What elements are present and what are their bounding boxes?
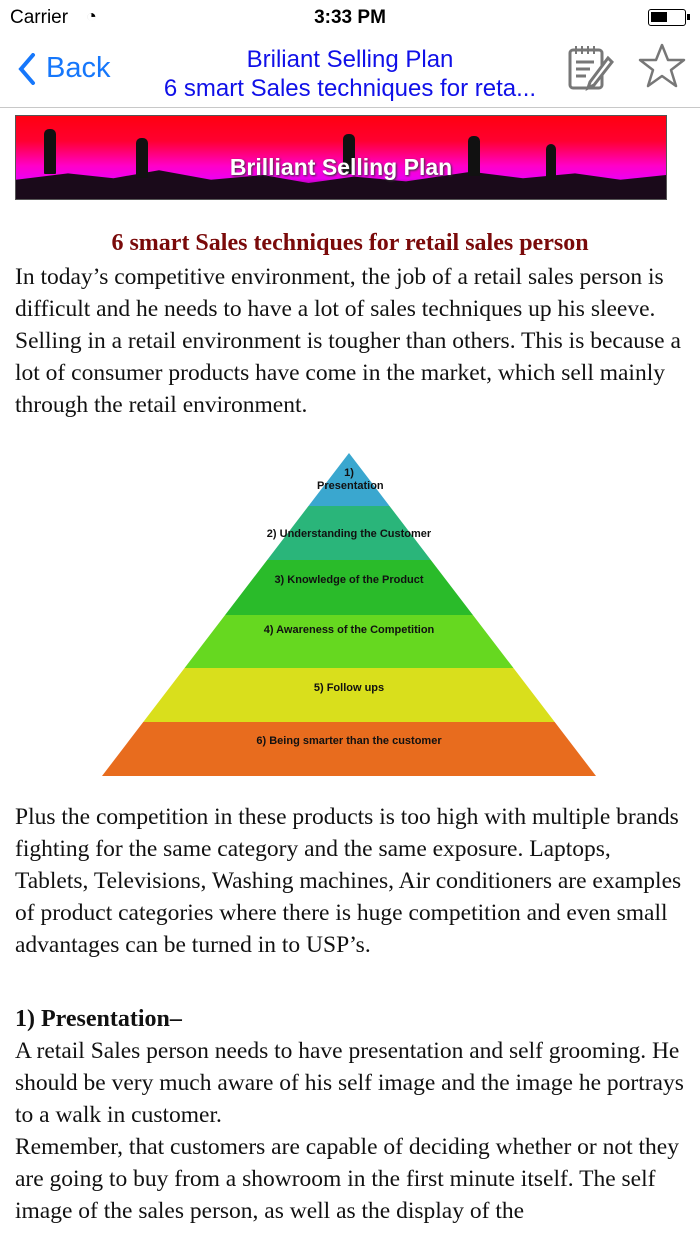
star-icon[interactable] (638, 42, 686, 90)
back-button[interactable]: Back (18, 52, 110, 85)
paragraph-presentation-1: A retail Sales person needs to have pres… (15, 1038, 684, 1128)
paragraph-competition: Plus the competition in these products i… (15, 804, 682, 958)
navigation-bar: Back Briliant Selling Plan 6 smart Sales… (0, 36, 700, 108)
pyramid-layer-4 (102, 615, 596, 668)
section-heading-presentation: 1) Presentation– (15, 1006, 182, 1032)
intro-paragraph: In today’s competitive environment, the … (15, 264, 681, 418)
status-time: 3:33 PM (314, 7, 386, 28)
nav-title: Briliant Selling Plan 6 smart Sales tech… (140, 45, 560, 103)
pyramid-label-4: 4) Awareness of the Competition (263, 624, 435, 636)
pyramid-layer-3 (102, 560, 596, 615)
battery-icon (648, 9, 690, 26)
article-heading: 6 smart Sales techniques for retail sale… (111, 230, 589, 256)
article: 6 smart Sales techniques for retail sale… (15, 225, 685, 1227)
pyramid-label-2: 2) Understanding the Customer (266, 528, 432, 540)
paragraph-presentation-2: Remember, that customers are capable of … (15, 1134, 679, 1224)
businessman-silhouette (468, 136, 480, 176)
pyramid-label-3: 3) Knowledge of the Product (274, 574, 424, 586)
pyramid-label-5: 5) Follow ups (313, 682, 385, 694)
businessman-silhouette (546, 144, 556, 180)
pyramid-shape (102, 453, 596, 776)
back-label: Back (46, 52, 111, 84)
chevron-left-icon (18, 52, 35, 85)
pyramid-layer-6 (102, 722, 596, 776)
nav-subtitle: 6 smart Sales techniques for reta... (163, 75, 537, 102)
banner-title: Brilliant Selling Plan (229, 154, 453, 180)
nav-title-main: Briliant Selling Plan (246, 46, 454, 73)
businessman-silhouette (343, 134, 355, 174)
businessman-silhouette (44, 129, 56, 174)
pyramid-label-6: 6) Being smarter than the customer (256, 735, 442, 747)
notepad-pencil-icon[interactable] (566, 42, 616, 92)
pyramid-label-1: 1) Presentation (317, 467, 384, 492)
carrier-label: Carrier (10, 7, 69, 28)
wifi-icon: ◔ (86, 6, 97, 26)
pyramid-diagram: 1) Presentation 2) Understanding the Cust… (0, 421, 700, 801)
banner-image: Brilliant Selling Plan (15, 115, 667, 200)
businessman-silhouette (136, 138, 148, 178)
pyramid-layer-5 (102, 668, 596, 722)
status-bar: Carrier ◔ 3:33 PM (0, 0, 700, 36)
